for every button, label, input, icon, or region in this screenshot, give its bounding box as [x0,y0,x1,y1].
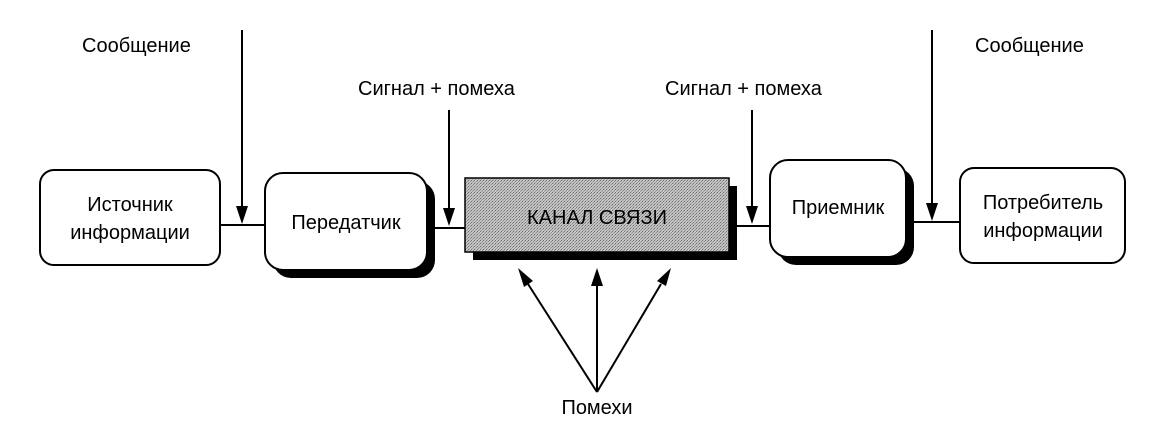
signal-noise-label-left: Сигнал + помеха [358,78,516,100]
noise-arrowhead-left [518,268,533,287]
noise-arrowhead-right [657,268,671,286]
message-label-right: Сообщение [975,35,1084,57]
receiver-block: Приемник [769,159,914,265]
transmitter-label: Передатчик [291,212,400,234]
consumer-label-line1: Потребитель [983,192,1103,214]
message-arrow-left [236,30,248,224]
channel-block: КАНАЛ СВЯЗИ [464,177,737,260]
message-arrow-right [926,30,938,221]
consumer-label-line2: информации [983,220,1103,242]
receiver-label: Приемник [792,197,885,219]
source-block: Источник информации [39,169,221,266]
noise-arrows [518,268,671,393]
consumer-block: Потребитель информации [959,167,1126,264]
source-label-line1: Источник [87,194,173,216]
signal-noise-arrow-left [443,110,455,226]
message-label-left: Сообщение [82,35,191,57]
signal-noise-arrow-right [746,110,758,224]
noise-label: Помехи [561,397,632,419]
signal-noise-label-right: Сигнал + помеха [665,78,823,100]
noise-arrowhead-center [591,268,603,286]
channel-label: КАНАЛ СВЯЗИ [527,207,667,229]
transmitter-block: Передатчик [264,172,435,278]
source-label-line2: информации [70,222,190,244]
